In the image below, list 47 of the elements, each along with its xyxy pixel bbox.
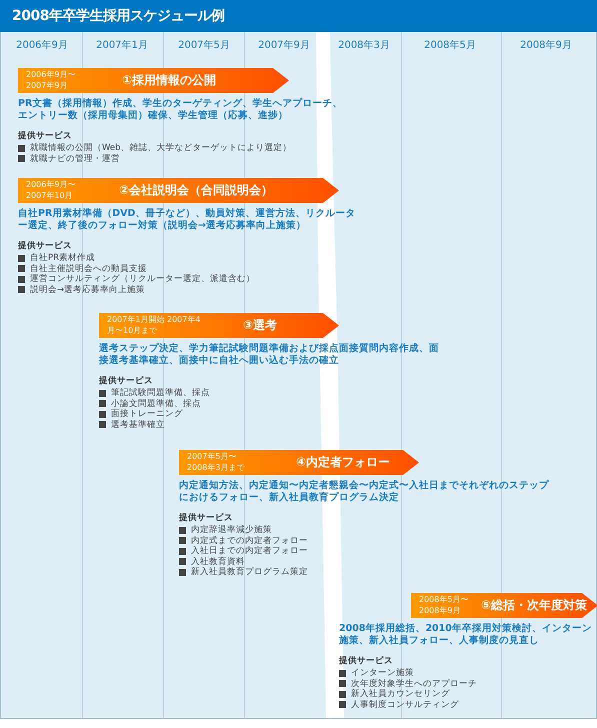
- service-item: 筆記試験問題準備、採点: [99, 388, 210, 398]
- services-heading: 提供サービス: [179, 512, 233, 524]
- service-item: 小論文問題準備、採点: [99, 398, 201, 409]
- service-item: 内定辞退率減少施策: [179, 525, 272, 536]
- service-item: 就職ナビの管理・運営: [18, 154, 120, 164]
- phase-title: ⑤総括・次年度対策: [481, 597, 588, 613]
- month-label: 2007年5月: [177, 39, 231, 52]
- period-text: 2006年9月〜 2007年10月: [26, 180, 76, 201]
- service-item: 人事制度コンサルティング: [339, 700, 459, 710]
- service-item: 内定式までの内定者フォロー: [179, 536, 308, 546]
- services-heading: 提供サービス: [18, 130, 72, 142]
- service-item: 自社主催説明会への動員支援: [18, 264, 147, 274]
- period-text: 2008年5月〜 2008年9月: [419, 595, 470, 616]
- period-text: 2006年9月〜 2007年9月: [26, 70, 76, 91]
- service-item: インターン施策: [339, 668, 414, 678]
- phase-title: ③選考: [243, 317, 278, 333]
- services-heading: 提供サービス: [18, 240, 72, 252]
- service-item: 新入社員カウンセリング: [339, 689, 450, 700]
- phase-description: PR文書（採用情報）作成、学生のターゲティング、学生へアプローチ、エントリー数（採用母集団）確保、学生管理（応募、進捗）: [18, 98, 344, 122]
- service-item: 新入社員教育プログラム策定: [179, 567, 308, 578]
- phase-description: 選考ステップ決定、学力筆記試験問題準備および採点面接質問内容作成、面接選考基準確立、面接中に自社へ囲い込む手法の確立: [99, 343, 440, 367]
- phase-description: 内定通知方法、内定通知〜内定者懇親会〜内定式〜入社日までそれぞれのステップにおけるフォロー、新入社員教育プログラム決定: [179, 480, 549, 504]
- service-item: 入社日までの内定者フォロー: [179, 546, 308, 556]
- phase-description: 自社PR用素材準備（DVD、冊子など）、動員対策、運営方法、リクルーター選定、終了後のフォロー対策（説明会→選考応募率向上施策）: [18, 208, 356, 232]
- phase-title: ④内定者フォロー: [296, 454, 390, 470]
- phase-title: ②会社説明会（合同説明会）: [119, 182, 274, 198]
- service-item: 入社教育資料: [179, 556, 245, 567]
- service-item: 自社PR素材作成: [18, 253, 96, 264]
- title: 2008年卒学生採用スケジュール例: [12, 7, 224, 25]
- month-label: 2007年9月: [257, 39, 311, 52]
- service-item: 運営コンサルティング（リクルーター選定、派遣含む）: [18, 274, 255, 284]
- month-label: 2008年5月: [423, 39, 477, 52]
- services-heading: 提供サービス: [339, 655, 393, 667]
- phase-title: ①採用情報の公開: [122, 72, 216, 88]
- month-label: 2008年9月: [519, 39, 573, 52]
- month-label: 2006年9月: [15, 39, 69, 52]
- phase-description: 2008年採用総括、2010年卒採用対策検討、インターン施策、新入社員フォロー、人事制度の見直し: [339, 623, 593, 647]
- service-item: 説明会→選考応募率向上施策: [18, 284, 146, 295]
- period-text: 2007年5月〜 2008年3月まで: [187, 452, 246, 473]
- service-item: 面接トレーニング: [99, 409, 183, 420]
- period-text: 2007年1月開始 2007年4月〜10月まで: [107, 315, 202, 336]
- month-label: 2007年1月: [95, 39, 149, 52]
- service-item: 就職情報の公開（Web、雑誌、大学などターゲットにより選定）: [18, 143, 292, 154]
- month-label: 2008年3月: [337, 39, 391, 52]
- service-item: 選考基準確立: [99, 420, 165, 430]
- service-item: 次年度対象学生へのアプローチ: [339, 678, 477, 689]
- services-heading: 提供サービス: [99, 375, 153, 387]
